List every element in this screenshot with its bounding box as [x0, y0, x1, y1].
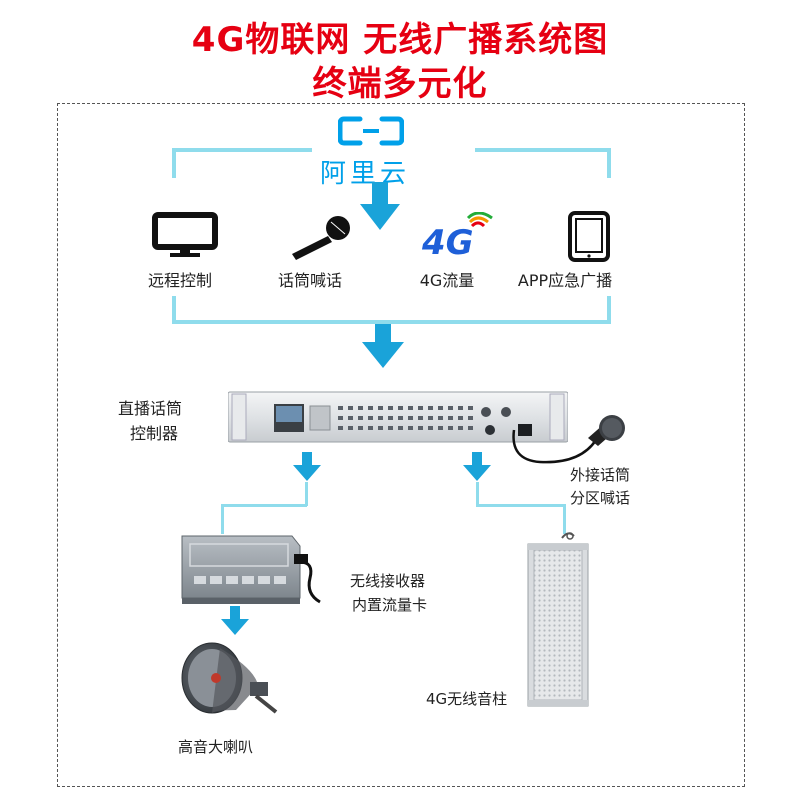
column-speaker-label: 4G无线音柱	[426, 690, 508, 708]
column-speaker-icon	[527, 532, 589, 707]
diagram-subtitle: 终端多元化	[312, 64, 488, 104]
controller-label-line2: 控制器	[130, 424, 179, 443]
input-label-app-emergency: APP应急广播	[517, 271, 613, 290]
input-label-remote-control: 远程控制	[147, 271, 212, 290]
down-arrow-icon	[221, 606, 249, 635]
aliyun-logo-icon	[338, 116, 404, 146]
microphone-icon	[292, 216, 350, 260]
connector-line	[172, 320, 611, 324]
wireless-receiver-device	[181, 535, 321, 604]
connector-line	[221, 504, 224, 534]
down-arrow-icon	[362, 324, 404, 368]
input-label-4g-traffic: 4G流量	[419, 271, 475, 290]
4g-logo-text: 4G	[421, 223, 474, 260]
receiver-label-line1: 无线接收器	[350, 572, 426, 590]
diagram-frame	[57, 103, 745, 787]
connector-line	[475, 148, 611, 152]
connector-line	[476, 482, 479, 506]
controller-label-line1: 直播话筒	[118, 399, 183, 418]
horn-label: 高音大喇叭	[178, 738, 254, 756]
down-arrow-icon	[360, 182, 400, 230]
tablet-icon	[568, 211, 610, 262]
external-microphone-icon	[512, 415, 625, 464]
down-arrow-icon	[293, 452, 321, 481]
4g-signal-icon: 4G	[421, 212, 493, 260]
rack-controller-device	[228, 391, 568, 443]
connector-line	[172, 148, 176, 178]
down-arrow-icon	[463, 452, 491, 481]
connector-line	[172, 148, 312, 152]
connector-line	[305, 482, 308, 506]
connector-line	[221, 504, 307, 507]
external-mic-label-line1: 外接话筒	[570, 466, 631, 484]
horn-speaker-icon	[181, 642, 278, 714]
aliyun-label: 阿里云	[320, 159, 411, 189]
diagram-title: 4G物联网 无线广播系统图	[191, 20, 609, 60]
connector-line	[607, 148, 611, 178]
connector-line	[607, 296, 611, 324]
connector-line	[172, 296, 176, 324]
monitor-icon	[152, 212, 218, 257]
connector-line	[563, 504, 566, 534]
external-mic-label-line2: 分区喊话	[570, 489, 631, 507]
receiver-label-line2: 内置流量卡	[352, 596, 428, 614]
input-label-mic-broadcast: 话筒喊话	[277, 271, 342, 290]
connector-line	[476, 504, 566, 507]
